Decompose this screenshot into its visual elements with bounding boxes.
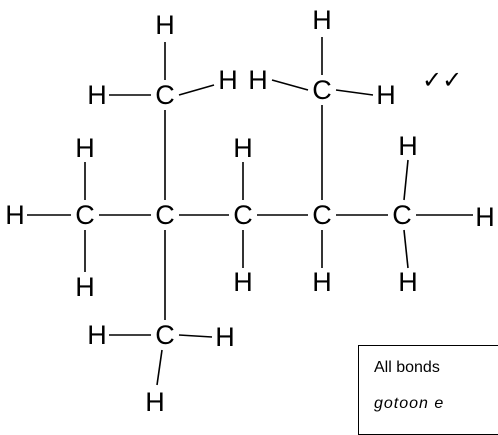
note-text-line-1: All bonds [374, 359, 440, 376]
bond-line [178, 334, 213, 338]
hydrogen-atom-h_c7_r: H [376, 80, 396, 110]
hydrogen-atom-h_c7_t: H [312, 5, 332, 35]
hydrogen-atom-h_c3_t: H [233, 133, 253, 163]
hydrogen-atom-h_c5_b: H [398, 267, 418, 297]
hydrogen-atom-h_c1_l: H [5, 200, 25, 230]
hydrogen-atom-h_c5_t: H [398, 131, 418, 161]
hydrogen-atom-h_c3_b: H [233, 267, 253, 297]
hydrogen-atom-h_c1_b: H [75, 272, 95, 302]
hydrogen-atom-h_c1_t: H [75, 133, 95, 163]
checkmark-icon: ✓✓ [422, 66, 463, 94]
carbon-atom-c2: C [155, 200, 175, 230]
hydrogen-atom-h_c6_l: H [87, 80, 107, 110]
carbon-atom-c4: C [312, 200, 332, 230]
carbon-atom-c3: C [233, 200, 253, 230]
hydrogen-atom-h_c4_b: H [312, 267, 332, 297]
bond-line [178, 84, 215, 96]
carbon-atom-c7: C [312, 75, 332, 105]
bond-line [335, 89, 374, 96]
hydrogen-atom-h_c8_b: H [145, 387, 165, 416]
bonds-layer [27, 37, 473, 386]
hydrogen-atom-h_c8_r: H [215, 322, 235, 352]
carbon-atom-c8: C [155, 320, 175, 350]
bond-line [271, 79, 309, 91]
hydrogen-atom-h_c6_t: H [155, 10, 175, 40]
hydrogen-atom-h_c5_r: H [475, 202, 495, 232]
bond-line [156, 349, 163, 386]
carbon-atom-c6: C [155, 80, 175, 110]
note-text-line-2: gotoon e [374, 395, 445, 412]
hydrogen-atom-h_c7_l: H [248, 65, 268, 95]
hydrogen-atom-h_c8_l: H [87, 320, 107, 350]
carbon-atom-c1: C [75, 200, 95, 230]
hydrogen-atom-h_c6_r: H [218, 65, 238, 95]
bond-line [403, 159, 409, 201]
bond-line [403, 229, 409, 269]
note-box: All bonds gotoon e [358, 345, 498, 435]
carbon-atom-c5: C [392, 200, 412, 230]
